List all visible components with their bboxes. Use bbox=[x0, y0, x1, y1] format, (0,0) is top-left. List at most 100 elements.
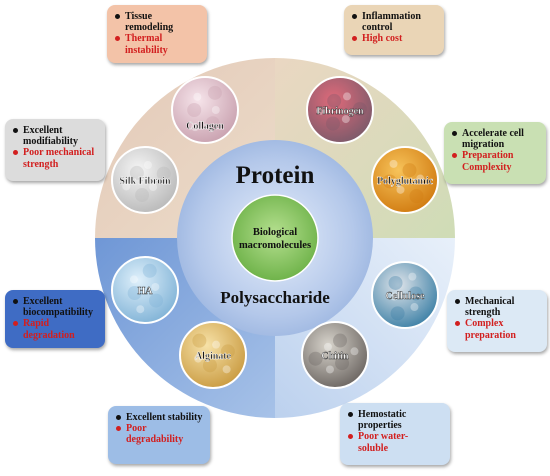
fibrinogen-image bbox=[306, 76, 374, 144]
protein-heading: Protein bbox=[236, 162, 315, 189]
bullet-icon bbox=[115, 14, 120, 19]
ha-image bbox=[111, 256, 179, 324]
bullet-icon bbox=[115, 36, 120, 42]
alginate-texture bbox=[202, 358, 217, 373]
bullet-icon bbox=[13, 299, 18, 304]
bullet-icon bbox=[348, 412, 353, 417]
ha-texture bbox=[127, 286, 142, 301]
silk-fibroin-texture bbox=[143, 160, 152, 169]
material-layer: CollagenFibrinogenPolyglutamicCelluloseC… bbox=[111, 76, 439, 389]
chitin-texture bbox=[325, 365, 334, 374]
collagen-texture bbox=[187, 103, 202, 117]
polyglutamic-texture bbox=[416, 174, 425, 183]
silk-fibroin-label: Silk Fibroin bbox=[119, 176, 171, 187]
ha-label: HA bbox=[138, 286, 154, 297]
silk-fibroin-image bbox=[111, 146, 179, 214]
bullet-icon bbox=[455, 299, 460, 304]
silk-fibroin-texture bbox=[122, 182, 131, 191]
bullet-icon bbox=[455, 321, 460, 327]
fibrinogen-texture bbox=[316, 106, 325, 115]
bullet-icon bbox=[13, 321, 18, 327]
fibrinogen-texture bbox=[343, 92, 352, 101]
chitin-texture bbox=[333, 333, 348, 348]
alginate-texture bbox=[222, 365, 231, 374]
polyglutamic-texture bbox=[396, 185, 405, 194]
bullet-icon bbox=[13, 150, 18, 156]
fibrinogen-texture bbox=[352, 102, 367, 117]
chitin-label: Chitin bbox=[321, 351, 349, 362]
disadvantage-row: High cost bbox=[352, 33, 438, 44]
cellulose-label: Cellulose bbox=[386, 291, 425, 302]
polyglutamic-texture bbox=[382, 174, 397, 189]
center-circle bbox=[231, 194, 319, 282]
ha-texture bbox=[142, 263, 157, 278]
advantage-text: Excellent stability bbox=[126, 412, 203, 423]
alginate-texture bbox=[212, 340, 221, 349]
fibrinogen-label: Fibrinogen bbox=[316, 106, 364, 117]
alginate-texture bbox=[220, 344, 235, 359]
fibrinogen-texture bbox=[327, 93, 342, 108]
disadvantage-row: Poor water-soluble bbox=[348, 431, 444, 454]
collagen-texture bbox=[207, 85, 222, 100]
alginate-texture bbox=[194, 354, 203, 363]
silk-fibroin-texture bbox=[135, 188, 150, 203]
chitin-image bbox=[301, 321, 369, 389]
fibrinogen-texture bbox=[325, 116, 340, 131]
collagen-texture bbox=[205, 116, 220, 131]
chitin-texture bbox=[308, 351, 323, 366]
ha-texture bbox=[129, 275, 138, 284]
bullet-icon bbox=[352, 14, 357, 19]
polyglutamic-texture bbox=[409, 189, 424, 204]
collagen-image bbox=[171, 76, 239, 144]
fibrinogen-texture bbox=[341, 115, 350, 124]
cellulose-texture bbox=[388, 275, 403, 290]
cellulose-image bbox=[371, 261, 439, 329]
cellulose-texture bbox=[390, 306, 405, 321]
alginate-texture bbox=[192, 333, 207, 348]
alginate-label: Alginate bbox=[195, 351, 232, 362]
polyglutamic-image bbox=[371, 146, 439, 214]
bullet-icon bbox=[452, 153, 457, 159]
cellulose-texture bbox=[408, 272, 417, 281]
cellulose-texture bbox=[390, 292, 399, 301]
polysaccharide-heading: Polysaccharide bbox=[220, 288, 330, 307]
chitin-texture bbox=[350, 347, 359, 356]
bullet-icon bbox=[116, 415, 121, 420]
disadvantage-text: High cost bbox=[362, 33, 403, 45]
center-label-line2: macromolecules bbox=[239, 240, 311, 251]
disadvantage-text: Poor water-soluble bbox=[358, 431, 409, 454]
cellulose-texture bbox=[408, 286, 423, 301]
polyglutamic-texture bbox=[402, 163, 417, 178]
silk-fibroin-texture bbox=[156, 166, 171, 181]
